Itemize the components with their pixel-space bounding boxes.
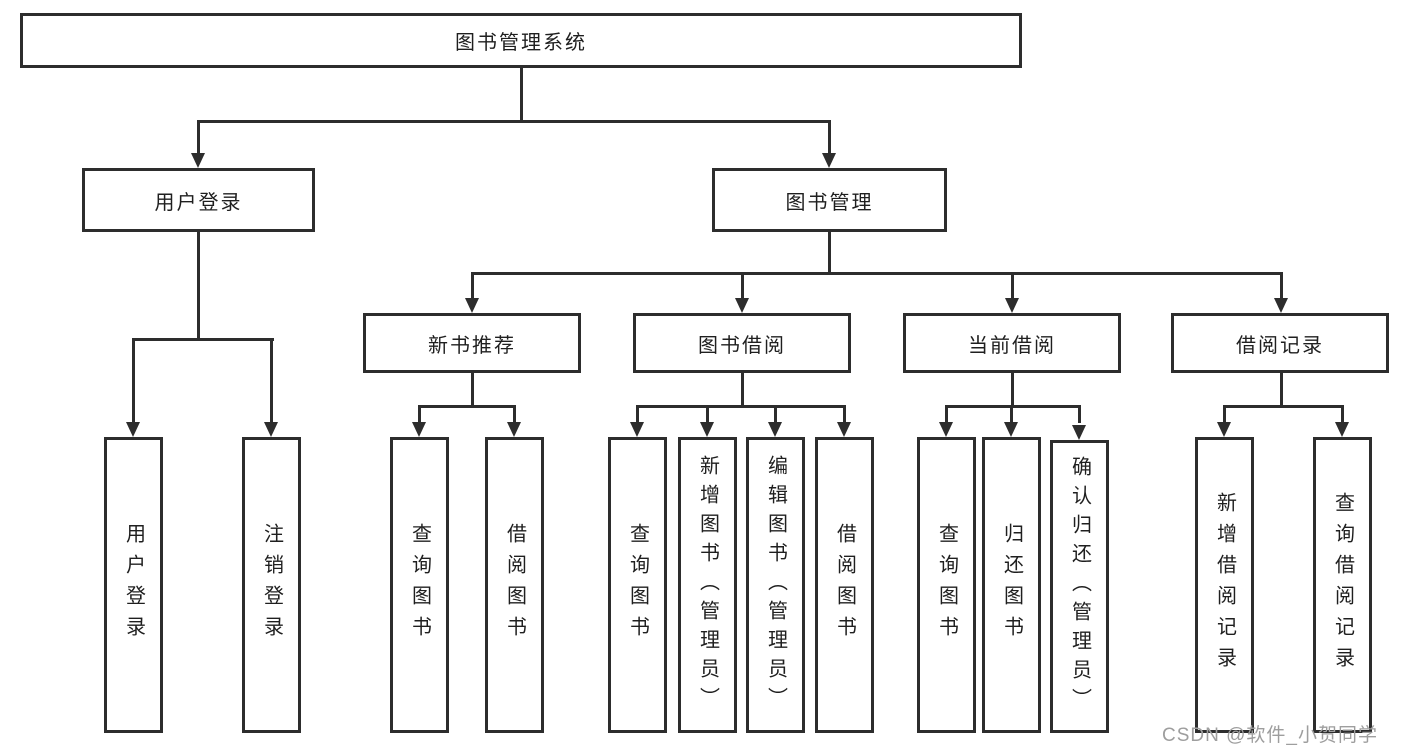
node-leaf-bb-query: 查询图书 [608,437,667,733]
arrowhead-bb-edit-icon [768,422,782,437]
connector-drop-bb-edit [774,405,777,423]
node-leaf-nb-borrow: 借阅图书 [485,437,544,733]
arrowhead-nb-borrow-icon [507,422,521,437]
arrowhead-bb-query-icon [630,422,644,437]
arrowhead-br-add-icon [1217,422,1231,437]
connector-drop-cb-confirm [1078,405,1081,423]
node-leaf-bb-borrow: 借阅图书 [815,437,874,733]
connector-drop-current-borrow [1011,272,1014,300]
arrowhead-cb-confirm-icon [1072,425,1086,440]
node-leaf-br-query: 查询借阅记录 [1313,437,1372,733]
arrowhead-nb-query-icon [412,422,426,437]
node-leaf-cb-return: 归还图书 [982,437,1041,733]
connector-drop-cb-query [945,405,948,423]
node-borrow-records: 借阅记录 [1171,313,1389,373]
node-new-book-rec: 新书推荐 [363,313,581,373]
connector-level2-rail [197,120,831,123]
arrowhead-bb-add-icon [700,422,714,437]
arrowhead-cb-return-icon [1004,422,1018,437]
connector-drop-user-login [197,120,200,155]
connector-drop-bb-query [636,405,639,423]
node-leaf-bb-edit: 编辑图书（管理员） [746,437,805,733]
connector-drop-borrow-records [1280,272,1283,300]
connector-newbookrec-rail [418,405,516,408]
node-leaf-br-add: 新增借阅记录 [1195,437,1254,733]
connector-bookborrow-stub [741,373,744,405]
connector-borrowrecords-rail [1223,405,1344,408]
arrowhead-user-login-icon [191,153,205,168]
connector-userlogin-stub [197,232,200,338]
connector-userlogin-rail [132,338,274,341]
connector-root-stub [520,68,523,122]
arrowhead-book-borrow-icon [735,298,749,313]
arrowhead-br-query-icon [1335,422,1349,437]
connector-level3-rail [472,272,1283,275]
node-book-mgmt: 图书管理 [712,168,947,232]
connector-drop-book-borrow [741,272,744,300]
connector-newbookrec-stub [471,373,474,405]
connector-drop-br-add [1223,405,1226,423]
node-leaf-bb-add: 新增图书（管理员） [678,437,737,733]
node-current-borrow: 当前借阅 [903,313,1121,373]
node-book-borrow: 图书借阅 [633,313,851,373]
connector-bookmgmt-stub [828,232,831,274]
connector-drop-nb-borrow [513,405,516,423]
node-leaf-user-login: 用户登录 [104,437,163,733]
arrowhead-cb-query-icon [939,422,953,437]
arrowhead-bb-borrow-icon [837,422,851,437]
node-user-login: 用户登录 [82,168,315,232]
connector-borrowrecords-stub [1280,373,1283,405]
connector-drop-leaf-logout [270,338,273,424]
connector-drop-new-book-rec [471,272,474,300]
arrowhead-leaf-logout-icon [264,422,278,437]
node-leaf-cb-confirm: 确认归还（管理员） [1050,440,1109,733]
node-leaf-nb-query: 查询图书 [390,437,449,733]
csdn-watermark: CSDN @软件_小贺同学 [1162,725,1378,746]
connector-currentborrow-stub [1011,373,1014,405]
connector-drop-leaf-user-login [132,338,135,424]
connector-bookborrow-rail [636,405,846,408]
connector-drop-bb-borrow [843,405,846,423]
connector-drop-book-mgmt [828,120,831,155]
arrowhead-current-borrow-icon [1005,298,1019,313]
node-leaf-cb-query: 查询图书 [917,437,976,733]
connector-drop-br-query [1341,405,1344,423]
arrowhead-leaf-user-login-icon [126,422,140,437]
arrowhead-borrow-records-icon [1274,298,1288,313]
arrowhead-book-mgmt-icon [822,153,836,168]
arrowhead-new-book-rec-icon [465,298,479,313]
connector-drop-bb-add [706,405,709,423]
connector-currentborrow-rail [945,405,1081,408]
connector-drop-nb-query [418,405,421,423]
connector-drop-cb-return [1010,405,1013,423]
node-root: 图书管理系统 [20,13,1022,68]
node-leaf-logout: 注销登录 [242,437,301,733]
